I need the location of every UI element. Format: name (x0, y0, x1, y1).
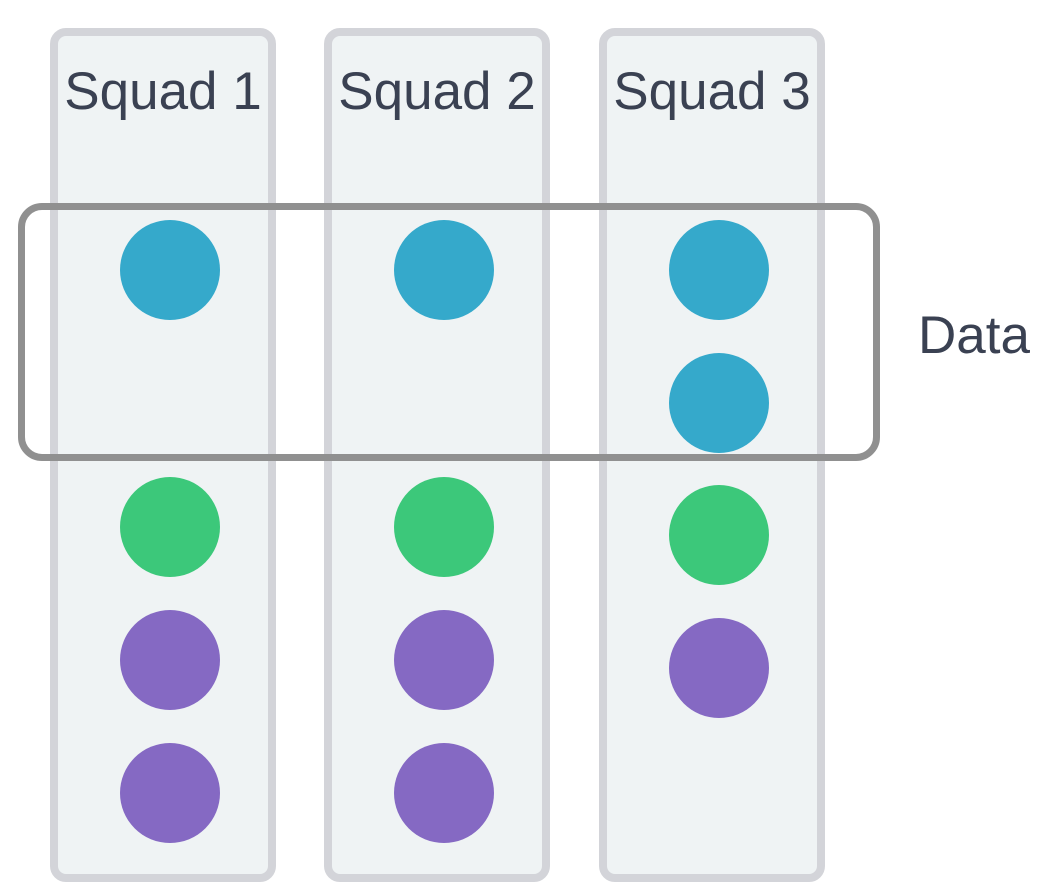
squad-3-purple-member-dot (669, 618, 769, 718)
squad-3-data-member-dot (669, 220, 769, 320)
data-group-outline (18, 203, 880, 461)
squad-2-green-member-dot (394, 477, 494, 577)
squad-1-purple-member-dot (120, 743, 220, 843)
squad-1-data-member-dot (120, 220, 220, 320)
squad-2-purple-member-dot (394, 743, 494, 843)
data-group-label: Data (918, 306, 1030, 365)
squad-2-purple-member-dot (394, 610, 494, 710)
squad-3-green-member-dot (669, 485, 769, 585)
squad-1-title: Squad 1 (64, 62, 262, 121)
squad-3-title: Squad 3 (613, 62, 811, 121)
squad-3-data-member-dot (669, 353, 769, 453)
squad-1-green-member-dot (120, 477, 220, 577)
squad-2-title: Squad 2 (338, 62, 536, 121)
squad-2-data-member-dot (394, 220, 494, 320)
squad-1-purple-member-dot (120, 610, 220, 710)
